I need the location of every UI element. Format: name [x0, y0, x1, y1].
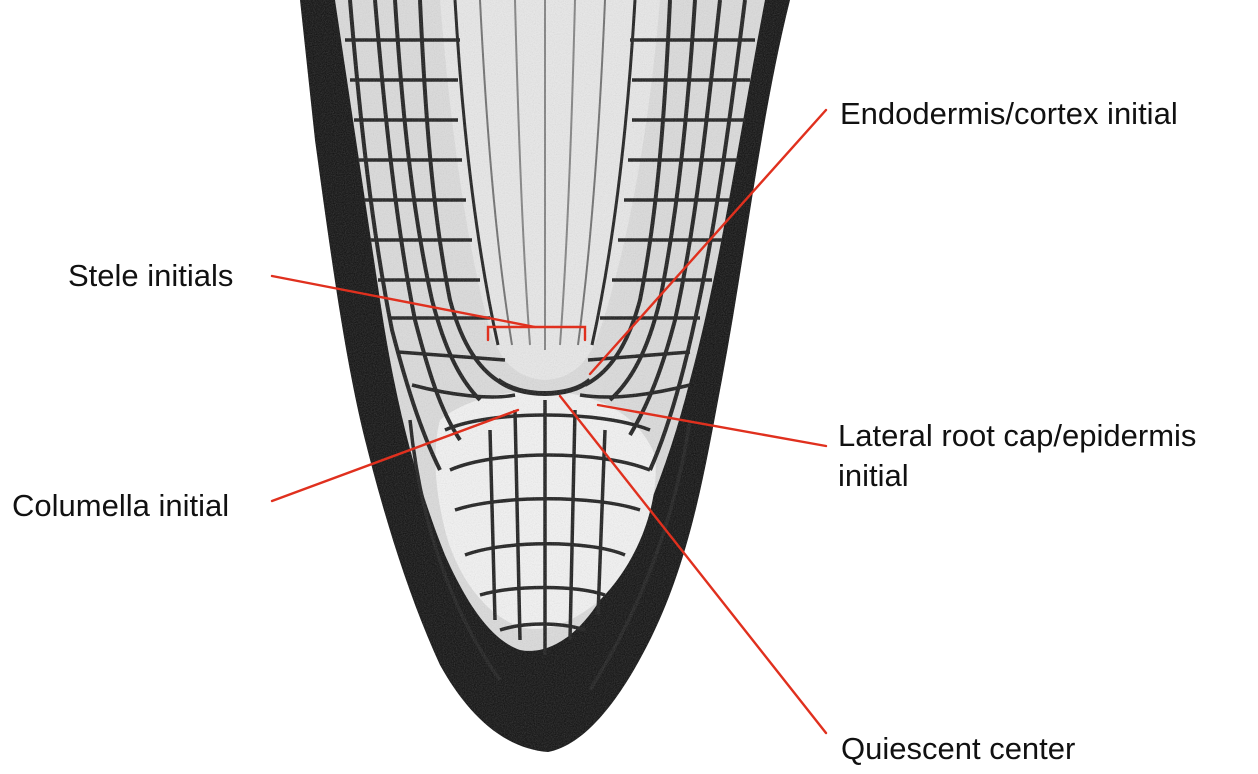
lateral-root-cap-label: Lateral root cap/epidermis	[838, 418, 1196, 454]
stele-initials-label: Stele initials	[68, 258, 233, 294]
quiescent-center-label: Quiescent center	[841, 731, 1075, 767]
endodermis-cortex-initial-label: Endodermis/cortex initial	[840, 96, 1178, 132]
columella-initial-label: Columella initial	[12, 488, 229, 524]
lateral-root-cap-label-line2: initial	[838, 458, 909, 494]
